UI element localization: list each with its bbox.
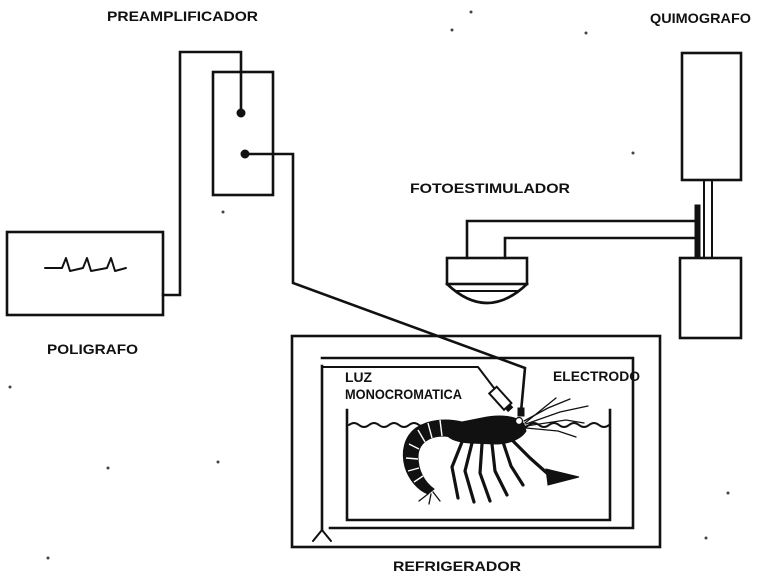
light-guide-fiber [321, 366, 495, 389]
preamplifier-box [211, 70, 275, 197]
preamplifier-label: PREAMPLIFICADOR [107, 8, 258, 24]
photostimulator-label: FOTOESTIMULADOR [410, 180, 570, 196]
scan-speck [46, 556, 50, 560]
preamplifier [211, 70, 275, 197]
crayfish-leg-2 [463, 441, 476, 504]
polygraph-label: POLIGRAFO [47, 341, 138, 357]
scan-speck [726, 491, 730, 495]
polygraph [5, 230, 165, 317]
electrode-tip [517, 407, 525, 417]
crayfish-leg-4 [490, 442, 509, 497]
scan-speck [469, 10, 473, 14]
polygraph-box [5, 230, 165, 317]
photostimulator-cable-2 [503, 236, 698, 260]
crayfish-leg-3 [478, 442, 492, 503]
crayfish-claw-arm [510, 438, 550, 476]
monochromatic-light-probe [487, 385, 514, 413]
scan-speck [704, 536, 708, 540]
crayfish-antenna-4 [525, 427, 577, 438]
crayfish-antenna-5 [524, 397, 557, 424]
kymograph [678, 51, 743, 340]
crayfish-leg-5 [501, 440, 525, 487]
photostimulator-cable-1 [465, 219, 698, 260]
photostimulator-housing [445, 256, 529, 286]
scan-speck [8, 385, 12, 389]
crayfish [402, 397, 589, 505]
photostimulator-lens [445, 282, 529, 305]
crayfish-tail-fan [418, 491, 441, 505]
refrigerator [290, 334, 662, 549]
kymograph-label: QUIMOGRAFO [650, 10, 751, 26]
light-probe-tip [504, 403, 514, 413]
scan-speck [216, 460, 220, 464]
scan-speck [106, 466, 110, 470]
crayfish-antenna-2 [525, 419, 585, 427]
scan-speck [631, 151, 635, 155]
crayfish-leg-1 [450, 440, 464, 500]
crayfish-abdomen-segments [405, 419, 443, 483]
scan-speck [450, 28, 454, 32]
electrode-label: ELECTRODO [553, 368, 640, 384]
scan-specks [8, 10, 730, 560]
photostimulator [445, 219, 698, 305]
light-label-line1: LUZ [345, 369, 372, 385]
crayfish-eye [514, 416, 524, 426]
refrigerator-label: REFRIGERADOR [393, 558, 521, 574]
crayfish-carapace [445, 415, 527, 445]
kymograph-drum-unit [680, 51, 743, 182]
crayfish-antenna-1 [525, 405, 589, 425]
refrigerator-outer-wall [290, 334, 662, 549]
aquarium-tank [345, 408, 612, 522]
light-stand-tripod [312, 529, 332, 542]
crayfish-abdomen [402, 419, 463, 495]
light-label-line2: MONOCROMATICA [345, 386, 462, 402]
scan-speck [221, 210, 225, 214]
refrigerator-inner-wall [320, 356, 635, 530]
polygraph-cable [161, 50, 243, 297]
electrode-cable [243, 152, 527, 414]
polygraph-waveform-trace [44, 257, 127, 272]
kymograph-base-unit [678, 256, 743, 340]
scan-speck [584, 31, 588, 35]
crayfish-claw [545, 468, 580, 486]
kymograph-signal-connector [694, 204, 701, 258]
